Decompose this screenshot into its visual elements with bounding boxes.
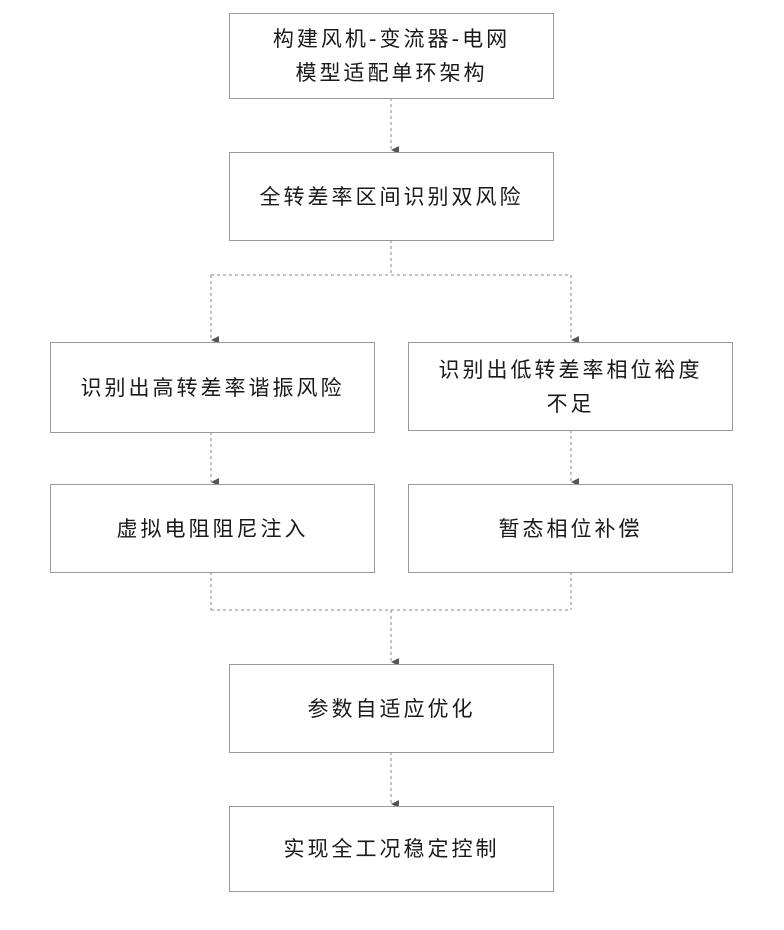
node-adaptive-optimization-label: 参数自适应优化 [308,692,476,726]
node-high-slip-risk: 识别出高转差率谐振风险 [50,342,375,433]
node-transient-phase-label: 暂态相位补偿 [499,512,643,546]
node-stable-control: 实现全工况稳定控制 [229,806,554,892]
node-virtual-resistor: 虚拟电阻阻尼注入 [50,484,375,573]
node-build-architecture: 构建风机-变流器-电网模型适配单环架构 [229,13,554,99]
node-adaptive-optimization: 参数自适应优化 [229,664,554,753]
node-low-slip-margin: 识别出低转差率相位裕度不足 [408,342,733,431]
node-virtual-resistor-label: 虚拟电阻阻尼注入 [117,512,309,546]
node-build-architecture-label: 构建风机-变流器-电网模型适配单环架构 [262,22,521,90]
node-low-slip-margin-label: 识别出低转差率相位裕度不足 [429,353,712,421]
node-high-slip-risk-label: 识别出高转差率谐振风险 [81,371,345,405]
node-identify-dual-risk: 全转差率区间识别双风险 [229,152,554,241]
node-identify-dual-risk-label: 全转差率区间识别双风险 [260,180,524,214]
node-stable-control-label: 实现全工况稳定控制 [284,832,500,866]
node-transient-phase: 暂态相位补偿 [408,484,733,573]
